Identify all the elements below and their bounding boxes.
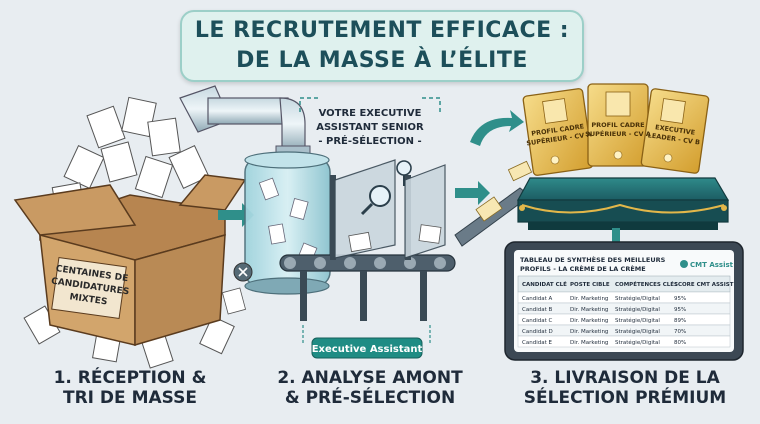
tablet-brand: CMT Assist (690, 261, 734, 269)
table-cell: Candidat B (522, 307, 552, 313)
tablet-title-line2: PROFILS - LA CRÈME DE LA CRÈME (520, 264, 646, 273)
card-2-line2: SUPÉRIEUR - CV A (585, 129, 651, 138)
glass-tank (221, 151, 331, 315)
table-cell: 89% (674, 318, 686, 324)
step-3-label: 3. LIVRAISON DE LA SÉLECTION PRÉMIUM (520, 368, 730, 408)
table-cell: Dir. Marketing (570, 307, 608, 313)
title-banner: LE RECRUTEMENT EFFICACE : DE LA MASSE À … (180, 10, 584, 82)
table-cell: Dir. Marketing (570, 318, 608, 324)
table-cell: 80% (674, 340, 686, 346)
table-cell: Candidat A (522, 296, 552, 302)
assistant-caption-line1: VOTRE EXECUTIVE (319, 108, 422, 119)
table-cell: Stratégie/Digital (615, 328, 660, 335)
assistant-caption-line3: - PRÉ-SÉLECTION - (318, 134, 421, 147)
table-cell: Candidat E (522, 340, 552, 346)
assistant-badge-label: Executive Assistant (312, 344, 423, 355)
gold-card-1 (522, 88, 594, 176)
step-2-line1: 2. ANALYSE AMONT (277, 368, 463, 388)
cardboard-box (13, 174, 247, 347)
arrow-right-icon-2 (455, 181, 490, 205)
table-column-header: CANDIDAT CLÉ (522, 280, 567, 288)
step-3-line2: SÉLECTION PRÉMIUM (523, 388, 727, 408)
card-2-line1: PROFIL CADRE (591, 121, 644, 129)
table-cell: Dir. Marketing (570, 296, 608, 302)
assistant-badge (311, 337, 423, 359)
table-cell: 70% (674, 329, 686, 335)
table-cell: Stratégie/Digital (615, 295, 660, 302)
step-3-line1: 3. LIVRAISON DE LA (530, 368, 720, 388)
table-column-header: COMPÉTENCES CLÉS (615, 280, 678, 288)
table-cell: Stratégie/Digital (615, 339, 660, 346)
table-cell: Stratégie/Digital (615, 317, 660, 324)
table-cell: 95% (674, 307, 686, 313)
intake-pipe (179, 85, 311, 159)
podium (516, 177, 730, 230)
curved-arrow-icon (470, 110, 524, 146)
conveyor-belt (279, 159, 456, 321)
step-1-label: 1. RÉCEPTION & TRI DE MASSE (40, 368, 220, 408)
table-cell: Candidat C (522, 318, 552, 324)
tablet-title-line1: TABLEAU DE SYNTHÈSE DES MEILLEURS (520, 255, 666, 264)
table-cell: Candidat D (522, 329, 553, 335)
table-column-header: POSTE CIBLE (570, 282, 610, 288)
brand-logo-icon (680, 260, 688, 268)
title-line-1: LE RECRUTEMENT EFFICACE : (194, 18, 570, 43)
gold-card-2 (587, 83, 649, 167)
table-row (517, 335, 731, 348)
table-cell: Stratégie/Digital (615, 306, 660, 313)
table-cell: Dir. Marketing (570, 340, 608, 346)
gold-card-3 (640, 88, 710, 174)
step-2-label: 2. ANALYSE AMONT & PRÉ-SÉLECTION (265, 368, 475, 408)
step-1-line1: 1. RÉCEPTION & (53, 368, 207, 388)
step-2-line2: & PRÉ-SÉLECTION (284, 388, 456, 408)
table-cell: 95% (674, 296, 686, 302)
step-1-line2: TRI DE MASSE (63, 388, 197, 408)
table-cell: Dir. Marketing (570, 329, 608, 335)
title-line-2: DE LA MASSE À L’ÉLITE (236, 48, 528, 73)
table-column-header: SCORE CMT ASSIST (674, 282, 734, 288)
assistant-caption-line2: ASSISTANT SENIOR (316, 122, 424, 133)
